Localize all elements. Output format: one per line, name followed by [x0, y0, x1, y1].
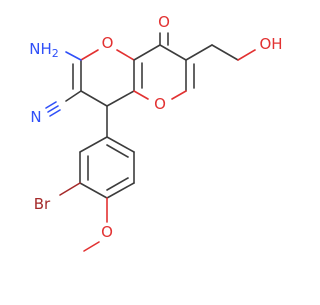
bromine-label: Br: [34, 195, 51, 213]
bond-skeleton: [45, 32, 256, 252]
hydroxyl-label: OH: [259, 35, 282, 53]
atom-labels: O O O OH NH2 N Br O: [29, 13, 282, 241]
carbonyl-oxygen-label: O: [158, 13, 170, 31]
ring-oxygen-2-label: O: [154, 95, 166, 113]
structure-svg: O O O OH NH2 N Br O: [29, 13, 283, 252]
molecule-diagram: O O O OH NH2 N Br O: [29, 13, 283, 252]
amino-label: NH2: [29, 40, 59, 60]
methoxy-oxygen-label: O: [101, 223, 113, 241]
ring-oxygen-1-label: O: [102, 34, 114, 52]
nitrile-nitrogen-label: N: [30, 108, 41, 126]
